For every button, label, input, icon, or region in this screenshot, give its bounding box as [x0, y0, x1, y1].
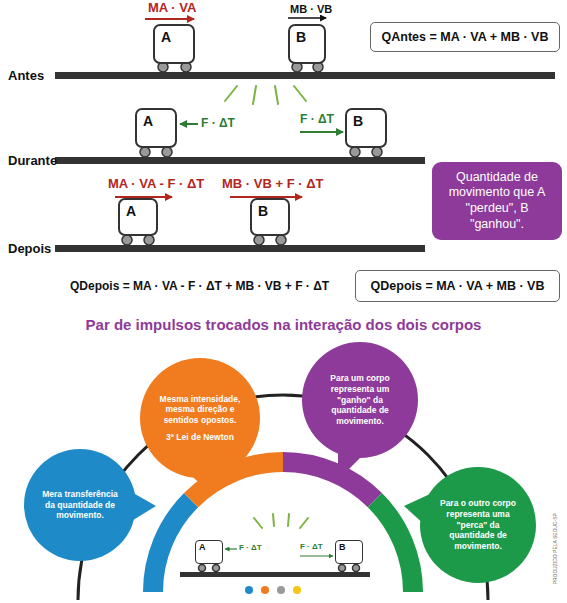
color-arc [283, 462, 375, 500]
node-text: Mera transferência da quantidade de movi… [40, 489, 120, 521]
cart-body: A [195, 540, 223, 564]
node-text: Mesma intensidade, mesma direção e senti… [156, 394, 244, 426]
node-text: Para o outro corpo representa uma "perca… [436, 498, 520, 551]
wheel [199, 565, 206, 572]
cart-body: B [250, 198, 290, 236]
node-text: B [353, 113, 363, 129]
node-text: A [143, 113, 153, 129]
color-dot [245, 586, 253, 594]
impact-rays [253, 86, 256, 104]
momentum-label: MA · VA - F · ΔT [108, 177, 204, 191]
formula-text: QDepois = MA · VA - F · ΔT + MB · VB + F… [70, 280, 329, 293]
cart-body: A [118, 198, 158, 236]
node-text: B [339, 542, 346, 552]
node-text: B [258, 203, 268, 219]
track [55, 157, 425, 164]
node-text: Para um corpo representa um "ganho" da q… [318, 373, 402, 426]
row-label: Antes [8, 69, 44, 83]
note-box: Quantidade de movimento que A "perdeu", … [432, 162, 562, 240]
force-label: F · ΔT [239, 544, 262, 553]
speech-bubble: Para o outro corpo representa uma "perca… [420, 467, 536, 583]
force-label: F · ΔT [300, 113, 334, 126]
track [180, 572, 370, 577]
wheel [276, 235, 286, 245]
wheel [144, 235, 154, 245]
color-dot [245, 586, 301, 594]
wheel [140, 147, 150, 157]
formula-box: QDepois = MA · VA + MB · VB [355, 270, 560, 302]
impact-rays [225, 86, 237, 101]
cart-body: B [335, 540, 363, 564]
momentum-arrow [115, 18, 326, 197]
momentum-arrow [288, 17, 326, 19]
wheel [254, 235, 264, 245]
momentum-arrow [145, 18, 194, 20]
wheel [353, 565, 360, 572]
cart-body: A [135, 108, 177, 148]
momentum-label: MB · VB [290, 3, 332, 15]
node-text: Quantidade de movimento que A "perdeu", … [440, 170, 554, 233]
color-dot [293, 586, 301, 594]
node-text: A [161, 29, 171, 45]
impact-rays [288, 514, 289, 526]
force-arrow [300, 555, 333, 556]
speech-bubble: Mera transferência da quantidade de movi… [24, 449, 136, 561]
momentum-label: MA · VA [148, 1, 196, 15]
track [55, 72, 555, 79]
wheel [162, 147, 172, 157]
wheel [339, 565, 346, 572]
color-dot [261, 586, 269, 594]
speech-bubble: Mesma intensidade, mesma direção e senti… [140, 358, 260, 478]
impact-rays [300, 518, 308, 528]
force-arrow [180, 123, 198, 125]
force-arrow [180, 124, 343, 556]
wheel [372, 147, 382, 157]
track [55, 245, 425, 252]
wheel [350, 147, 360, 157]
node-text: QDepois = MA · VA + MB · VB [371, 279, 545, 293]
node-text: A [126, 203, 136, 219]
cart-body: B [288, 24, 326, 64]
wheel [122, 235, 132, 245]
force-label: F · ΔT [300, 543, 323, 552]
impact-rays [273, 514, 274, 526]
impact-rays [275, 86, 278, 104]
row-label: Durante [8, 154, 57, 168]
color-arc [153, 500, 191, 592]
color-arc [153, 462, 413, 592]
node-text: QAntes = MA · VA + MB · VB [382, 30, 549, 44]
section-title: Par de impulsos trocados na interação do… [0, 316, 567, 333]
speech-bubble: Para um corpo representa um "ganho" da q… [302, 342, 418, 458]
node-text: 3ª Lei de Newton [166, 432, 234, 443]
watermark: PRODUZIDO PELA SEDUC-SP [553, 509, 559, 589]
impact-rays [294, 86, 306, 101]
momentum-label: MB · VB + F · ΔT [222, 177, 323, 191]
cart-body: A [153, 24, 195, 64]
row-label: Depois [8, 242, 51, 256]
force-arrow [300, 131, 343, 133]
cart-body: B [345, 108, 387, 148]
color-arc [375, 500, 413, 592]
node-text: B [296, 29, 306, 45]
impact-rays [254, 518, 262, 528]
wheel [213, 565, 220, 572]
node-text: A [199, 542, 206, 552]
color-dot [277, 586, 285, 594]
formula-box: QAntes = MA · VA + MB · VB [370, 22, 560, 52]
force-label: F · ΔT [201, 117, 235, 130]
force-arrow [225, 548, 237, 549]
